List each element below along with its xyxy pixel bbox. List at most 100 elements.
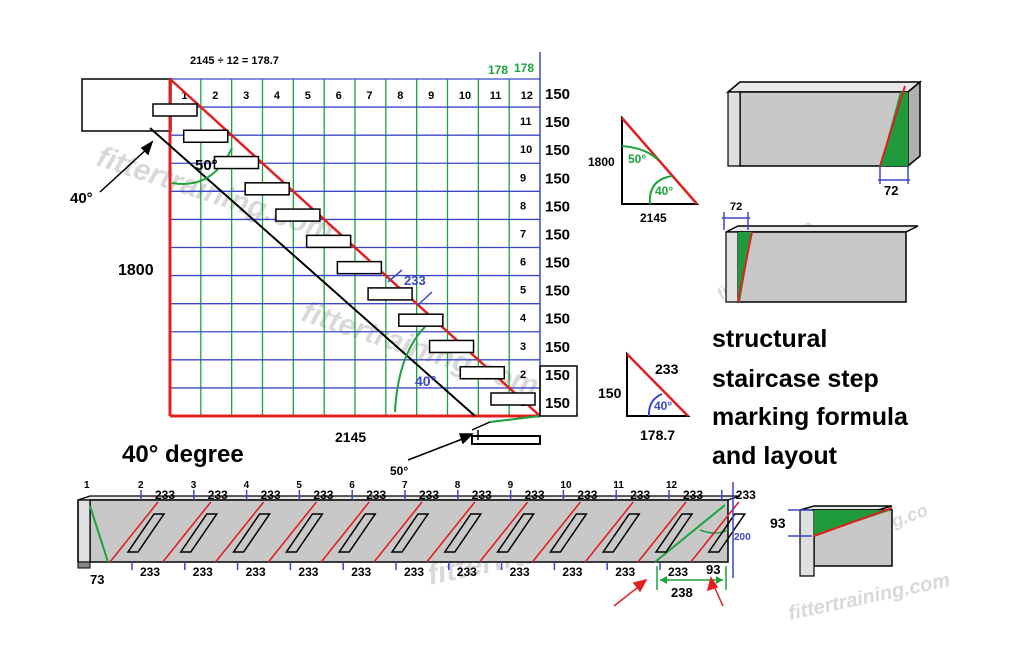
angle-bottom-label: 40°	[415, 373, 436, 389]
row-number: 9	[520, 172, 526, 184]
rise-value: 150	[545, 170, 570, 187]
step-marking	[428, 339, 475, 354]
triangle-base-label: 2145	[640, 211, 667, 225]
end-length-label: 238	[671, 585, 693, 600]
step-marking	[459, 365, 506, 380]
angle-triangle-large: 1800 2145 50° 40°	[588, 115, 700, 225]
strip-step-box	[126, 513, 166, 553]
row-number: 2	[520, 369, 526, 381]
strip-step-box	[390, 513, 430, 553]
title-line: staircase step	[712, 365, 879, 393]
triangle-height: 1800	[588, 155, 615, 169]
tread-label: 233	[404, 273, 426, 288]
strip-number: 2	[138, 480, 144, 491]
step-marking	[398, 313, 444, 327]
step-marking	[152, 103, 198, 117]
rise-value: 150	[545, 114, 570, 131]
strip-bottom-value: 233	[193, 565, 213, 579]
strip-red-mark	[214, 501, 265, 563]
strip-right-dim: 93	[706, 562, 720, 577]
column-number: 3	[243, 90, 249, 102]
strip-bottom-value: 233	[246, 565, 266, 579]
channel-section-bottom: 93	[770, 505, 893, 577]
tread-ticks	[387, 269, 433, 306]
channel-dim: 93	[770, 515, 786, 531]
rise-value: 150	[545, 367, 570, 384]
title-line: marking formula	[712, 403, 909, 431]
bottom-row-box	[539, 365, 578, 417]
triangle-hypotenuse	[169, 78, 541, 417]
height-label: 1800	[118, 262, 154, 279]
strip-step-box	[601, 513, 641, 553]
strip-bottom-value: 233	[457, 565, 477, 579]
row-number: 8	[520, 200, 526, 212]
strip-bottom-value: 233	[668, 565, 688, 579]
column-number: 8	[397, 90, 403, 102]
strip-number: 8	[455, 480, 461, 491]
rise-value: 150	[545, 142, 570, 159]
strip-top-value: 233	[577, 488, 597, 502]
strip-number: 9	[508, 480, 514, 491]
strip-red-mark	[373, 501, 423, 563]
strip-bottom-value: 233	[510, 565, 530, 579]
title-line: and layout	[712, 442, 838, 470]
step-rectangles	[152, 103, 536, 406]
strip-number: 12	[666, 480, 678, 491]
strip-bottom-value: 233	[562, 565, 582, 579]
strip-top-value: 233	[155, 488, 175, 502]
strip-step-box	[337, 513, 377, 553]
strip-bottom-value: 233	[140, 565, 160, 579]
column-number: 7	[366, 90, 372, 102]
strip-number: 11	[613, 480, 624, 491]
length-label: 2145	[335, 429, 366, 445]
strip-step-box	[654, 513, 694, 553]
column-number: 2	[212, 90, 218, 102]
strip-number: 1	[84, 480, 90, 491]
strip-number: 5	[296, 480, 302, 491]
column-number: 9	[428, 90, 434, 102]
bottom-cut-label: 50°	[390, 464, 408, 478]
layout-grid: 1234567891011121234567891011150150150150…	[170, 52, 570, 416]
strip-red-mark	[267, 501, 318, 563]
step-marking	[305, 234, 352, 249]
column-number: 5	[305, 90, 311, 102]
strip-top-value: 233	[419, 488, 439, 502]
strip-number: 6	[349, 480, 355, 491]
strip-step-box	[707, 513, 747, 553]
row-number: 5	[520, 285, 526, 297]
pointer-arrows	[99, 140, 474, 461]
triangle-small-angle: 40°	[654, 399, 672, 413]
channel-section-top: 72	[725, 80, 923, 198]
rise-value: 150	[545, 255, 570, 272]
column-number: 4	[274, 90, 281, 102]
strip-top-value: 233	[472, 488, 492, 502]
strip-red-mark	[637, 501, 687, 563]
column-number: 12	[521, 90, 533, 102]
strip-red-mark	[162, 501, 212, 563]
step-marking	[336, 260, 383, 275]
rise-value: 150	[545, 395, 570, 412]
strip-left-dim: 73	[90, 572, 104, 587]
column-number: 1	[181, 90, 187, 102]
red-arrows	[613, 576, 724, 607]
strip-number: 10	[560, 480, 572, 491]
strip-top-value: 233	[630, 488, 650, 502]
strip-height-label: 200	[734, 532, 751, 543]
triangle-angle-bottom: 40°	[655, 184, 673, 198]
channel-dim: 72	[730, 201, 742, 213]
strip-step-box	[179, 513, 219, 553]
angle-triangle-small: 150 233 178.7 40°	[598, 351, 691, 443]
strip-top-value: 233	[313, 488, 333, 502]
strip-top-value: 233	[366, 488, 386, 502]
step-marking	[213, 155, 260, 170]
strip-number: 4	[244, 480, 250, 491]
channel-section-middle: 72	[722, 201, 919, 303]
rise-value: 150	[545, 198, 570, 215]
strip-red-mark	[531, 501, 582, 563]
step-marking	[275, 208, 321, 222]
rise-value: 150	[545, 226, 570, 243]
channel-dim: 72	[884, 183, 898, 198]
step-marking	[367, 287, 413, 301]
